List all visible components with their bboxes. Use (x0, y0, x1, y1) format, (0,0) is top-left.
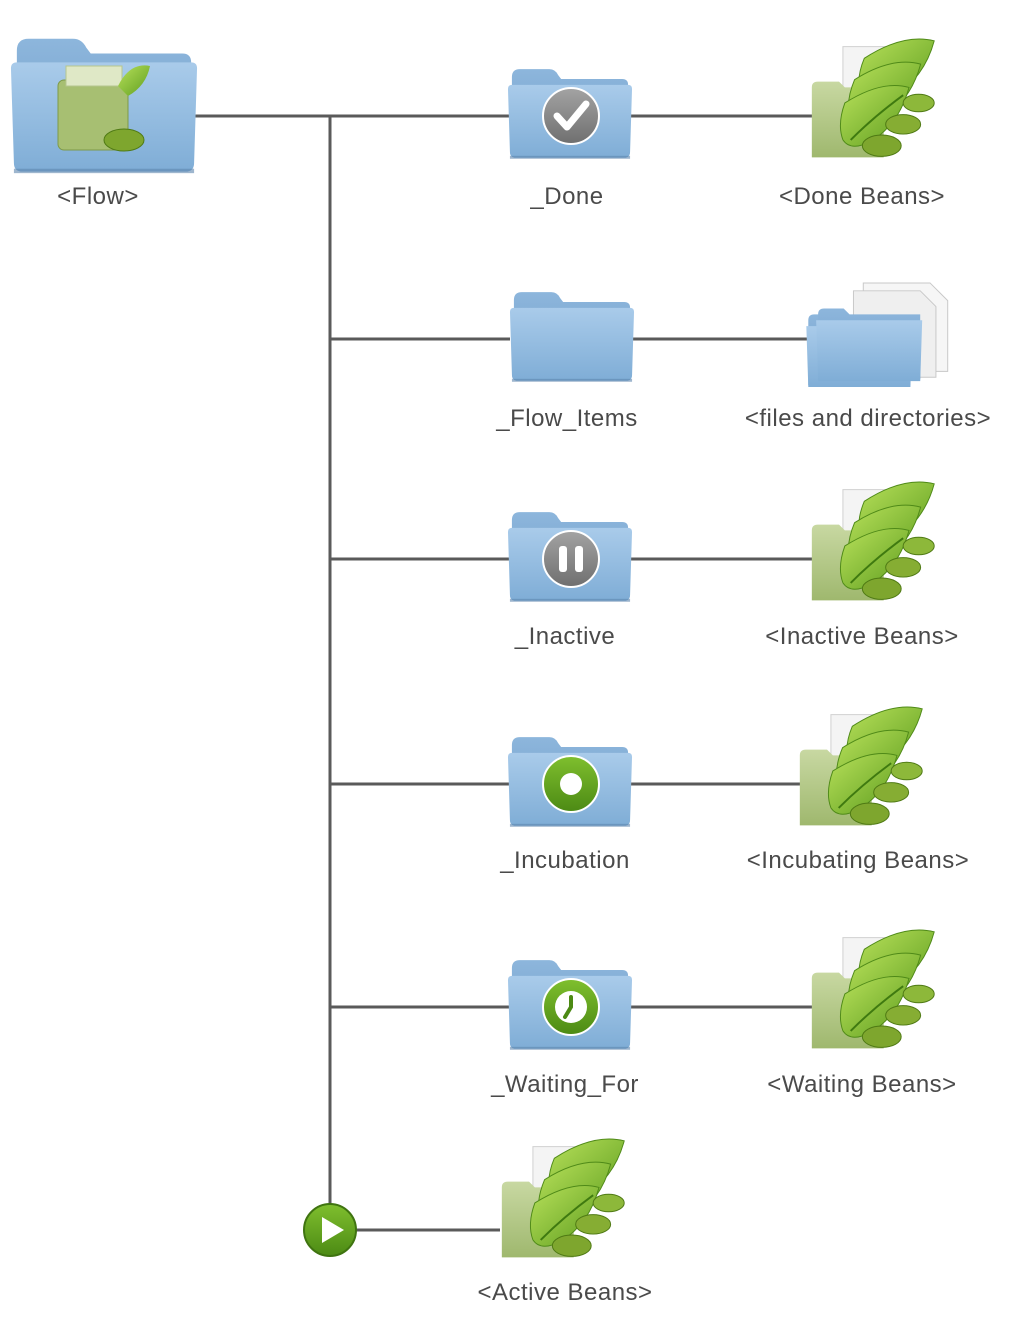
clock-icon (542, 978, 600, 1036)
folder-label-waiting-for: _Waiting_For (491, 1071, 639, 1098)
root-leaf (118, 65, 150, 96)
pause-icon (542, 530, 600, 588)
folder-icon-3[interactable] (507, 512, 633, 602)
root-folder-paper (65, 65, 123, 87)
play-icon[interactable] (303, 1203, 357, 1257)
flow-folder-icon[interactable] (10, 38, 198, 174)
folder-icon-5[interactable] (507, 960, 633, 1050)
beans-label-active: <Active Beans> (477, 1279, 653, 1306)
checkmark-icon (542, 87, 600, 145)
beans-icon-3[interactable] (810, 481, 936, 602)
check-mark (553, 100, 590, 131)
beans-shape (500, 1138, 626, 1259)
badge-circle (542, 530, 600, 588)
pause-bar-right (575, 546, 583, 572)
beans-label-done: <Done Beans> (778, 183, 946, 210)
folder-icon-2[interactable] (509, 292, 635, 382)
folder-label-inactive: _Inactive (514, 623, 616, 650)
beans-shape (810, 481, 936, 602)
folder-label-done: _Done (530, 183, 604, 210)
beans-label-incubation: <Incubating Beans> (746, 847, 970, 874)
record-icon (542, 755, 600, 813)
connector-lines (195, 114, 812, 1232)
root-folder-label: <Flow> (57, 183, 139, 210)
beans-label-inactive: <Inactive Beans> (765, 623, 959, 650)
beans-shape (798, 706, 924, 827)
folder-label-flow-items: _Flow_Items (496, 405, 638, 432)
beans-icon-4[interactable] (798, 706, 924, 827)
beans-icon-1[interactable] (810, 38, 936, 159)
play-triangle (322, 1217, 344, 1243)
folder-label-incubation: _Incubation (500, 847, 630, 874)
beans-shape (810, 929, 936, 1050)
clock-hands (563, 995, 573, 1019)
root-bean (103, 128, 145, 152)
pause-bar-left (559, 546, 567, 572)
folder-shape (509, 292, 635, 382)
files-shape (805, 282, 949, 388)
beans-icon-5[interactable] (810, 929, 936, 1050)
beans-icon-active[interactable] (500, 1138, 626, 1259)
record-dot (560, 773, 582, 795)
badge-circle (542, 87, 600, 145)
folder-icon-4[interactable] (507, 737, 633, 827)
beans-label-waiting: <Waiting Beans> (767, 1071, 957, 1098)
files-label-flow-items: <files and directories> (744, 405, 992, 432)
icon-layer (10, 38, 949, 1259)
folder-icon-1[interactable] (507, 69, 633, 159)
files-folders-icon-2[interactable] (805, 282, 949, 388)
beans-shape (810, 38, 936, 159)
